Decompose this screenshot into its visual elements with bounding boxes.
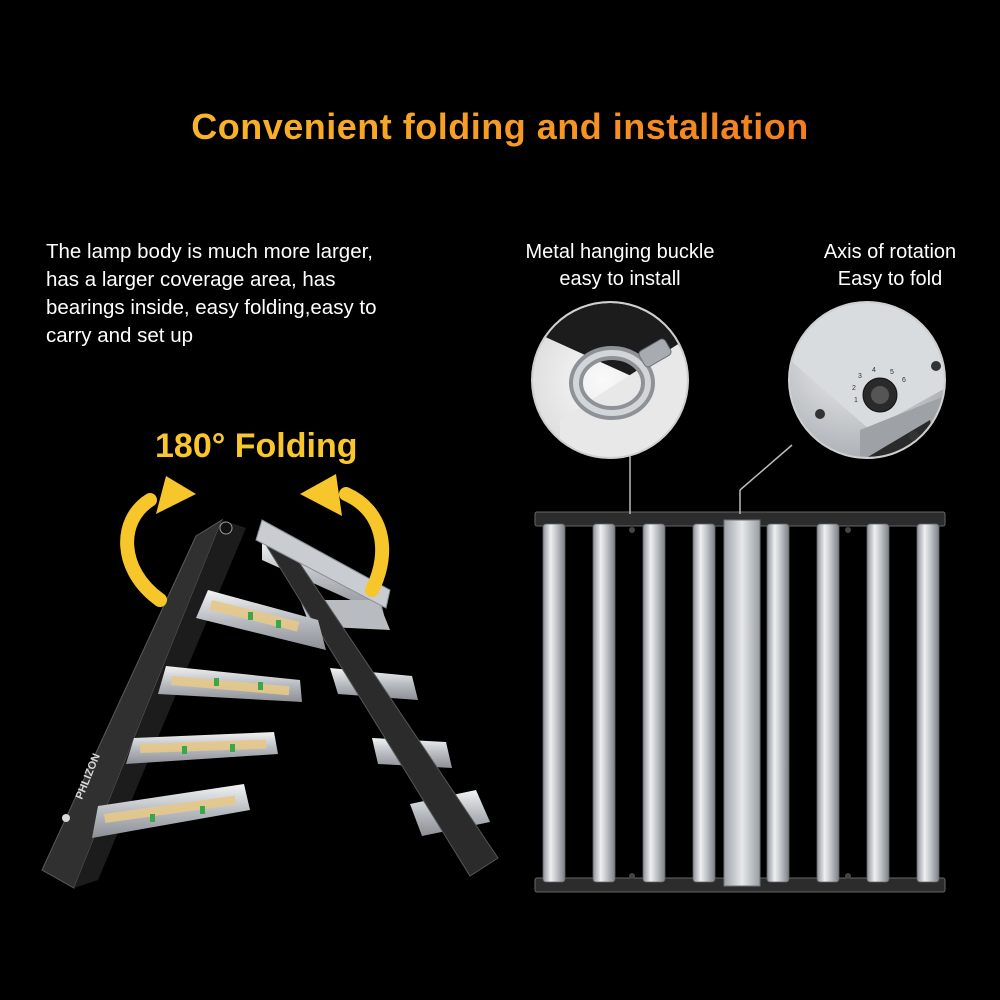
description-line-1: The lamp body is much more larger, [46,240,373,263]
axis-detail-zoom: 1 2 3 4 5 6 [788,301,946,459]
light-bar-right-1 [766,523,790,883]
fold-hinge [219,521,233,535]
knob-scale-5: 5 [890,369,894,376]
callout-axis-line-1: Axis of rotation [823,241,957,263]
light-bars-left [542,523,716,883]
feature-description: The lamp body is much more larger, has a… [46,238,446,350]
folding-label: 180° Folding [155,427,358,465]
fold-arrow-right-icon [300,474,390,597]
light-bar-right-2 [816,523,840,883]
knob-scale-3: 3 [858,373,862,380]
callout-buckle-line-2: easy to install [559,268,681,290]
dimmer-knob-icon: 1 2 3 4 5 6 [852,367,906,413]
green-drivers [150,612,281,822]
callout-hanging-buckle: Metal hanging buckle easy to install [500,239,740,293]
metal-ring-icon [569,338,672,420]
center-rotation-bar [723,519,761,887]
light-bars-right [766,523,940,883]
light-bar-left-4 [692,523,716,883]
fold-arrow-left-icon [120,476,196,607]
buckle-detail-zoom [531,301,689,459]
light-bar-left-2 [592,523,616,883]
description-line-3: bearings inside, easy folding,easy to [46,296,377,319]
unfolded-lamp [534,511,946,893]
light-bar-left-1 [542,523,566,883]
headline: Convenient folding and installation [0,106,1000,148]
knob-scale-4: 4 [872,367,876,374]
light-bar-right-4 [916,523,940,883]
knob-scale-1: 1 [854,397,858,404]
light-bar-right-3 [866,523,890,883]
axis-leader-line [739,444,793,491]
callout-rotation-axis: Axis of rotation Easy to fold [790,239,990,293]
callout-axis-line-2: Easy to fold [837,268,943,290]
description-line-2: has a larger coverage area, has [46,268,336,291]
folded-lamp: PHLIZON [41,518,499,889]
callout-buckle-line-1: Metal hanging buckle [525,241,715,263]
knob-scale-6: 6 [902,377,906,384]
knob-scale-2: 2 [852,385,856,392]
description-line-4: carry and set up [46,324,193,347]
light-bar-left-3 [642,523,666,883]
